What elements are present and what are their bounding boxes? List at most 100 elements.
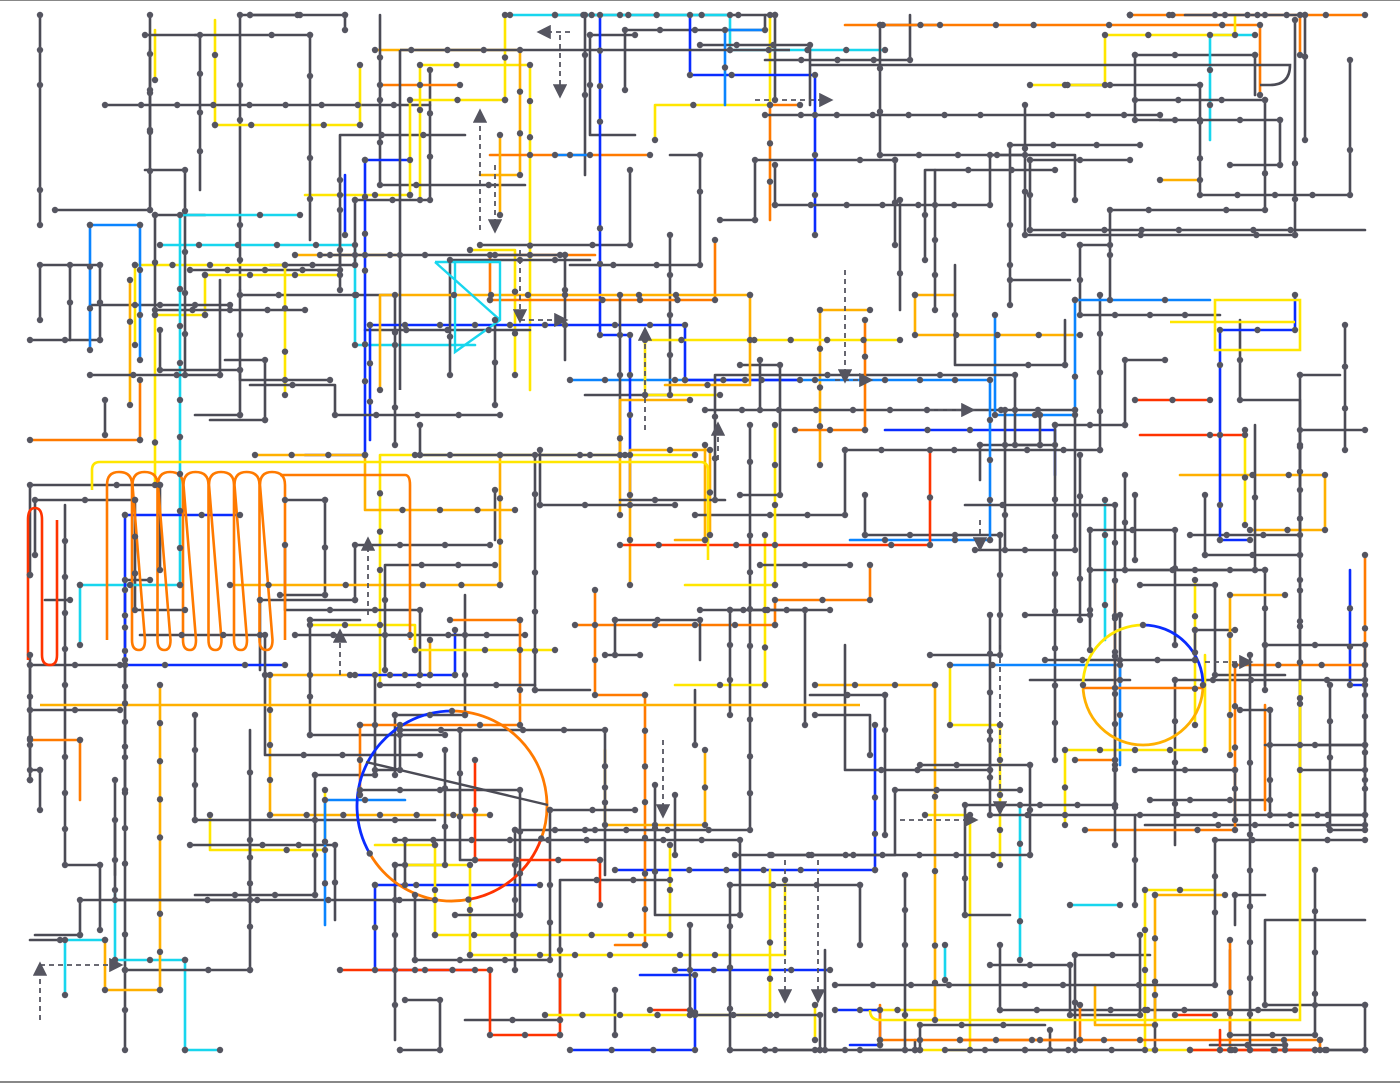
metabolite-node[interactable] <box>1296 443 1304 451</box>
metabolite-node[interactable] <box>1316 1036 1324 1044</box>
metabolite-node[interactable] <box>1129 526 1136 534</box>
metabolite-node[interactable] <box>373 411 380 419</box>
metabolite-node[interactable] <box>751 216 759 224</box>
metabolite-node[interactable] <box>361 341 369 348</box>
metabolite-node[interactable] <box>1171 51 1179 59</box>
metabolite-node[interactable] <box>361 451 369 459</box>
metabolite-node[interactable] <box>136 356 144 364</box>
metabolite-node[interactable] <box>254 896 261 904</box>
metabolite-node[interactable] <box>581 91 589 99</box>
metabolite-node[interactable] <box>316 251 324 259</box>
metabolite-node[interactable] <box>325 451 332 459</box>
metabolite-node[interactable] <box>126 401 134 409</box>
metabolite-node[interactable] <box>342 581 349 589</box>
metabolite-node[interactable] <box>371 721 379 729</box>
metabolite-node[interactable] <box>416 671 424 679</box>
metabolite-node[interactable] <box>306 72 314 80</box>
metabolite-node[interactable] <box>486 296 494 304</box>
metabolite-node[interactable] <box>181 606 189 614</box>
metabolite-node[interactable] <box>746 291 754 299</box>
metabolite-node[interactable] <box>266 671 274 679</box>
metabolite-node[interactable] <box>341 231 349 239</box>
metabolite-node[interactable] <box>236 411 244 419</box>
metabolite-node[interactable] <box>797 111 805 119</box>
metabolite-node[interactable] <box>1016 786 1024 794</box>
metabolite-node[interactable] <box>907 981 915 989</box>
metabolite-node[interactable] <box>1196 176 1204 184</box>
metabolite-node[interactable] <box>992 1036 1000 1044</box>
metabolite-node[interactable] <box>1076 616 1084 624</box>
metabolite-node[interactable] <box>531 451 539 459</box>
metabolite-node[interactable] <box>516 46 524 54</box>
metabolite-node[interactable] <box>761 1046 769 1054</box>
metabolite-node[interactable] <box>1326 826 1334 834</box>
metabolite-node[interactable] <box>1311 641 1319 649</box>
metabolite-node[interactable] <box>513 856 520 864</box>
metabolite-node[interactable] <box>471 966 479 974</box>
metabolite-node[interactable] <box>121 700 129 707</box>
metabolite-node[interactable] <box>511 826 519 834</box>
metabolite-node[interactable] <box>121 966 129 974</box>
metabolite-node[interactable] <box>986 151 994 159</box>
metabolite-node[interactable] <box>1111 690 1119 698</box>
metabolite-node[interactable] <box>589 241 596 249</box>
metabolite-node[interactable] <box>76 641 84 649</box>
metabolite-node[interactable] <box>608 1046 615 1054</box>
metabolite-node[interactable] <box>986 376 994 384</box>
metabolite-node[interactable] <box>627 931 635 939</box>
metabolite-node[interactable] <box>111 886 119 894</box>
metabolite-node[interactable] <box>1026 191 1034 199</box>
metabolite-node[interactable] <box>946 721 954 729</box>
metabolite-node[interactable] <box>616 435 624 442</box>
metabolite-node[interactable] <box>1116 711 1124 719</box>
metabolite-node[interactable] <box>1141 966 1149 974</box>
metabolite-node[interactable] <box>516 721 524 729</box>
metabolite-node[interactable] <box>1296 515 1304 522</box>
metabolite-node[interactable] <box>146 576 154 584</box>
metabolite-node[interactable] <box>408 46 415 54</box>
metabolite-node[interactable] <box>1024 811 1031 819</box>
metabolite-node[interactable] <box>236 291 244 299</box>
metabolite-node[interactable] <box>282 101 289 109</box>
metabolite-node[interactable] <box>596 118 604 125</box>
metabolite-node[interactable] <box>1186 1046 1194 1054</box>
metabolite-node[interactable] <box>1236 356 1244 364</box>
metabolite-node[interactable] <box>626 491 634 499</box>
metabolite-node[interactable] <box>396 731 404 739</box>
metabolite-node[interactable] <box>151 481 159 489</box>
metabolite-node[interactable] <box>746 605 754 613</box>
metabolite-node[interactable] <box>336 246 344 254</box>
metabolite-node[interactable] <box>1116 676 1124 684</box>
metabolite-node[interactable] <box>653 261 660 269</box>
metabolite-node[interactable] <box>1131 746 1139 754</box>
metabolite-node[interactable] <box>1231 785 1239 792</box>
metabolite-node[interactable] <box>866 596 874 604</box>
metabolite-node[interactable] <box>1296 576 1304 584</box>
metabolite-node[interactable] <box>121 860 129 867</box>
metabolite-node[interactable] <box>156 301 164 309</box>
metabolite-node[interactable] <box>992 21 1000 29</box>
metabolite-node[interactable] <box>501 96 509 104</box>
metabolite-node[interactable] <box>491 359 499 366</box>
metabolite-node[interactable] <box>441 785 449 792</box>
metabolite-node[interactable] <box>869 111 876 119</box>
metabolite-node[interactable] <box>986 496 994 504</box>
metabolite-node[interactable] <box>441 731 449 739</box>
metabolite-node[interactable] <box>399 506 406 514</box>
metabolite-node[interactable] <box>1135 981 1143 989</box>
metabolite-node[interactable] <box>916 1036 924 1044</box>
metabolite-node[interactable] <box>596 856 604 864</box>
metabolite-node[interactable] <box>1181 311 1189 319</box>
metabolite-node[interactable] <box>816 345 824 352</box>
metabolite-node[interactable] <box>1226 161 1234 169</box>
metabolite-node[interactable] <box>1215 821 1222 829</box>
metabolite-node[interactable] <box>246 854 254 861</box>
metabolite-node[interactable] <box>455 561 462 569</box>
metabolite-node[interactable] <box>561 251 569 259</box>
metabolite-node[interactable] <box>169 261 176 269</box>
metabolite-node[interactable] <box>1076 331 1084 339</box>
metabolite-node[interactable] <box>1107 1006 1114 1014</box>
metabolite-node[interactable] <box>891 156 899 164</box>
metabolite-node[interactable] <box>801 561 809 569</box>
metabolite-node[interactable] <box>1275 661 1282 669</box>
